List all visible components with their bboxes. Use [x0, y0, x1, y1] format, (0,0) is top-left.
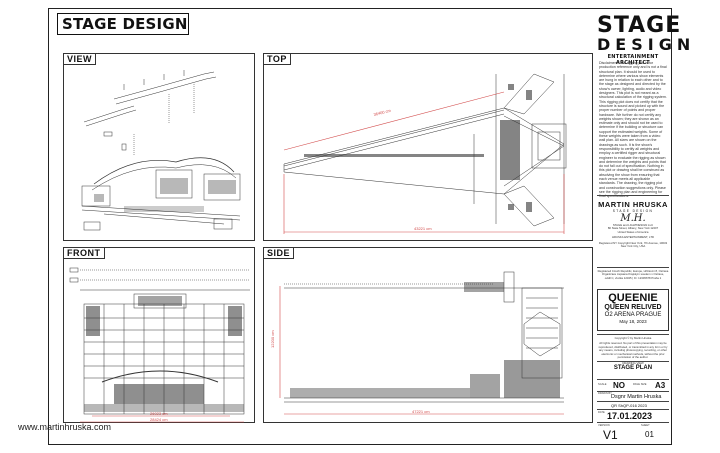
side-panel: SIDE 12200 cm 4 — [263, 247, 593, 423]
top-dim-upper: 36400 cm — [373, 108, 392, 117]
show-venue: O2 ARENA PRAGUE — [604, 312, 662, 318]
stage-design-logo: STAGE DESIGN ENTERTAINMENT ARCHITECT — [597, 13, 696, 67]
designer-company: HRUSKA ENTERTAINMENT, LTD — [611, 235, 655, 240]
copyright-line2: All rights reserved. No part of this pre… — [598, 341, 668, 360]
drawing-view-value: STAGE PLAN — [613, 365, 653, 372]
scale-value: NO — [613, 381, 625, 390]
front-panel: FRONT — [63, 247, 255, 423]
drawing-sheet: STAGE DESIGN VIEW — [48, 8, 696, 445]
side-panel-label: SIDE — [263, 247, 295, 259]
designer-signature: M.H. — [620, 213, 646, 224]
logo-line2: DESIGN — [597, 35, 696, 54]
date-label: DATE — [598, 411, 605, 414]
sheet-title: STAGE DESIGN — [62, 15, 188, 33]
front-dim-outer: 28424 cm — [150, 417, 168, 422]
designer-logo: MARTIN HRUSKA — [598, 200, 668, 209]
logo-line3: ENTERTAINMENT ARCHITECT — [607, 54, 659, 66]
scale-row: SCALE NO PAGE SIZE A3 — [597, 379, 669, 391]
disclaimer-text: Disclaimers: The rigging plot is for pro… — [599, 61, 667, 199]
front-elevation-drawing: 26023 cm 28424 cm — [69, 267, 250, 423]
copyright-box: Copyright © by Martin Hruska All rights … — [597, 334, 669, 360]
show-box: QUEENIE QUEEN RELIVED O2 ARENA PRAGUE Ma… — [597, 289, 669, 331]
scale-label: SCALE — [598, 383, 607, 386]
side-elevation-drawing: 12200 cm 47221 cm — [270, 271, 564, 415]
drawn-label: DRAWN BY — [598, 392, 612, 395]
designer-address: STAGE and LIGHTDESIGN LLC 80 State Stree… — [607, 223, 659, 234]
registration-note: Registered Czech Republic, Europe, Hrbit… — [597, 269, 669, 280]
date-value: 17.01.2023 — [607, 411, 653, 421]
show-subtitle: QUEEN RELIVED — [604, 304, 662, 311]
drawn-row: DRAWN BY Dsgnr Martin Hruska — [597, 391, 669, 401]
page-size-value: A3 — [655, 381, 666, 390]
show-title: QUEENIE — [608, 292, 658, 304]
show-date: May 18, 2023 — [619, 319, 647, 324]
side-dim-length: 47221 cm — [412, 409, 430, 414]
title-block: STAGE DESIGN ENTERTAINMENT ARCHITECT Dis… — [597, 13, 696, 442]
drawing-view-box: DRAWING VIEW STAGE PLAN — [597, 361, 669, 377]
logo-line1: STAGE — [597, 13, 682, 38]
sheet-label: SHEET — [641, 424, 650, 427]
top-plan-drawing: 36400 cm 43221 cm — [283, 73, 567, 234]
top-panel-label: TOP — [263, 53, 291, 65]
drawn-value: Dsgnr Martin Hruska — [611, 394, 662, 400]
registration-box: Registered Czech Republic, Europe, Hrbit… — [597, 267, 669, 285]
page-size-label: PAGE SIZE — [633, 383, 647, 386]
version-row: VERSION V1 SHEET 01 — [597, 422, 669, 442]
front-panel-label: FRONT — [63, 247, 105, 259]
front-dim-inner: 26023 cm — [150, 411, 168, 416]
view-panel: VIEW — [63, 53, 255, 241]
copyright-line1: Copyright © by Martin Hruska — [614, 336, 652, 340]
version-value: V1 — [603, 428, 618, 442]
top-panel: TOP 36400 cm — [263, 53, 593, 241]
sheet-value: 01 — [645, 430, 654, 439]
designer-logo-sub: STAGE DESIGN — [612, 209, 654, 213]
drawing-view-label: DRAWING VIEW — [622, 361, 644, 365]
code-value: QR ShQP-016 2023 — [611, 403, 647, 408]
footer-url[interactable]: www.martinhruska.com — [18, 422, 112, 432]
view-perspective-drawing — [81, 70, 241, 231]
top-dim-lower: 43221 cm — [414, 226, 432, 231]
view-panel-label: VIEW — [63, 53, 97, 65]
designer-company-reg: Registered NY Copyright New York, 7th Av… — [598, 240, 668, 249]
code-row: QR ShQP-016 2023 — [597, 401, 669, 409]
date-row: DATE 17.01.2023 — [597, 409, 669, 422]
side-dim-height: 12200 cm — [270, 330, 275, 348]
designer-box: MARTIN HRUSKA STAGE DESIGN M.H. STAGE an… — [597, 195, 669, 265]
sheet-title-box: STAGE DESIGN — [57, 13, 189, 35]
version-label: VERSION — [598, 424, 610, 427]
